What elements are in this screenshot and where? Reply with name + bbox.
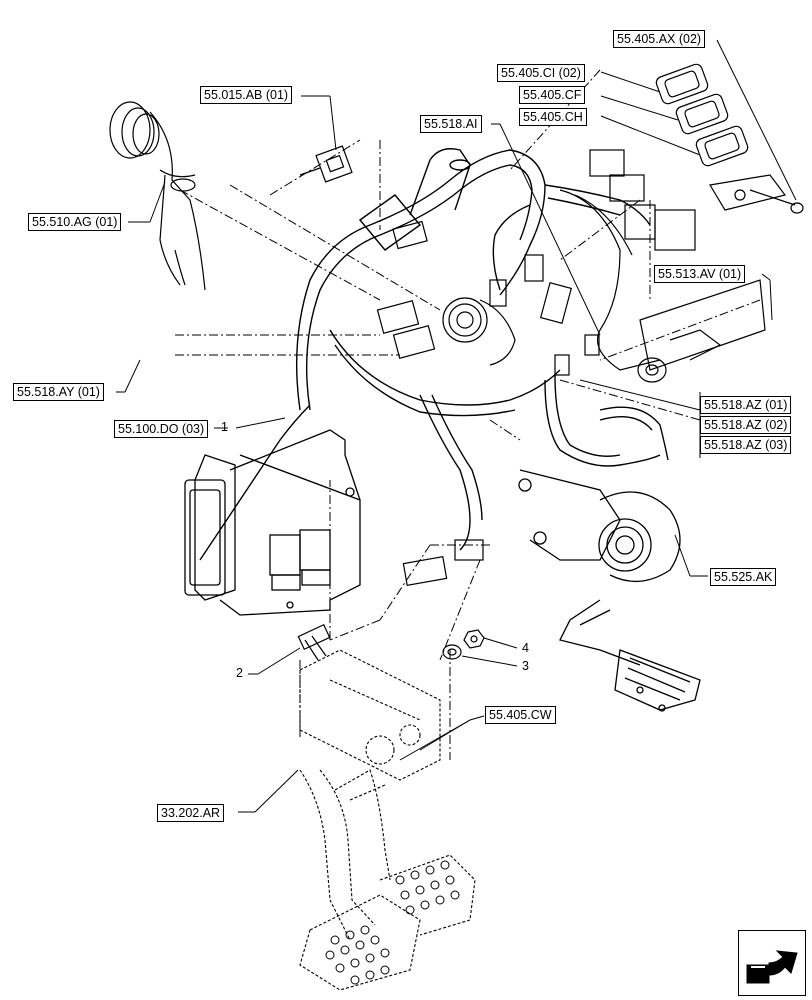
ref-label-55-518-ay-01[interactable]: 55.518.AY (01)	[13, 383, 104, 401]
round-harness-connector	[442, 297, 516, 366]
relay-module-bracket	[184, 429, 361, 616]
leader-lines	[116, 39, 797, 813]
brake-pedals	[299, 649, 476, 991]
harness-connectors	[376, 149, 696, 587]
main-wiring-harness	[199, 148, 669, 561]
ref-label-55-510-ag-01[interactable]: 55.510.AG (01)	[28, 213, 122, 231]
ref-label-55-518-az-02[interactable]: 55.518.AZ (02)	[700, 416, 792, 434]
ref-label-55-405-ax-02[interactable]: 55.405.AX (02)	[613, 30, 706, 48]
armrest-console	[559, 189, 766, 383]
callout-3: 3	[522, 659, 529, 673]
callout-1: 1	[221, 420, 228, 434]
ref-label-55-518-ai[interactable]: 55.518.AI	[420, 115, 482, 133]
brake-pedal-pads	[325, 860, 460, 985]
diagnostic-connector	[109, 101, 206, 291]
ref-label-55-405-ci-02[interactable]: 55.405.CI (02)	[497, 64, 585, 82]
ref-label-55-518-az-01[interactable]: 55.518.AZ (01)	[700, 396, 792, 414]
ref-label-55-405-ch[interactable]: 55.405.CH	[519, 108, 587, 126]
accelerator-pedal	[518, 469, 701, 712]
switch-group	[655, 63, 804, 214]
ref-label-55-405-cf[interactable]: 55.405.CF	[519, 86, 586, 104]
ref-label-55-525-ak[interactable]: 55.525.AK	[710, 568, 777, 586]
next-page-button[interactable]	[738, 930, 806, 996]
ref-label-55-015-ab-01[interactable]: 55.015.AB (01)	[200, 86, 293, 104]
callout-2: 2	[236, 666, 243, 680]
fasteners	[297, 623, 485, 661]
small-plug	[299, 145, 353, 183]
assembly-lines	[175, 69, 761, 760]
ref-label-55-100-do-03[interactable]: 55.100.DO (03)	[114, 420, 209, 438]
ref-label-55-405-cw[interactable]: 55.405.CW	[485, 706, 556, 724]
callout-4: 4	[522, 641, 529, 655]
ref-label-55-513-av-01[interactable]: 55.513.AV (01)	[654, 265, 746, 283]
next-page-arrow-icon	[746, 950, 798, 984]
ref-label-55-518-az-03[interactable]: 55.518.AZ (03)	[700, 436, 792, 454]
ref-label-33-202-ar[interactable]: 33.202.AR	[157, 804, 225, 822]
